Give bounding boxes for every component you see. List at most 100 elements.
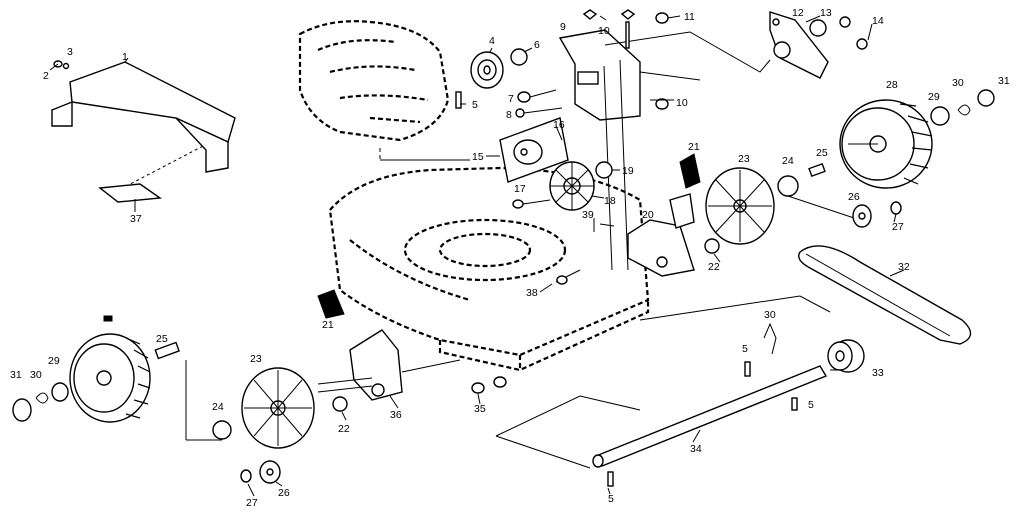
label-3: 3: [67, 46, 73, 58]
label-34: 34: [690, 443, 702, 455]
part-handle-bracket: [51, 61, 236, 212]
label-37: 37: [130, 213, 142, 225]
label-22a: 22: [708, 261, 720, 273]
label-30b: 30: [30, 369, 42, 381]
label-10b: 10: [676, 97, 688, 109]
label-11: 11: [684, 11, 695, 23]
part-nut-35a: [471, 382, 485, 394]
label-21b: 21: [322, 319, 334, 331]
label-13: 13: [820, 7, 832, 19]
label-18: 18: [604, 195, 616, 207]
part-hubcap-23-right: [705, 167, 775, 245]
label-5b: 5: [742, 343, 748, 355]
label-10a: 10: [598, 25, 610, 37]
frame-line-shaft: [495, 395, 641, 437]
part-washer-29a: [930, 106, 950, 126]
label-36: 36: [390, 409, 402, 421]
label-31b: 31: [10, 369, 22, 381]
label-17: 17: [514, 183, 526, 195]
label-9: 9: [560, 21, 566, 33]
part-mower-deck: [328, 166, 650, 372]
part-wheel-28-right: [839, 99, 933, 189]
label-4: 4: [489, 35, 495, 47]
part-screw-2-3: [49, 60, 70, 71]
part-belt-32: [798, 245, 972, 345]
label-6: 6: [534, 39, 540, 51]
part-rear-axle-36: [317, 329, 461, 401]
part-wingnuts-10: [582, 9, 636, 49]
label-19: 19: [622, 165, 634, 177]
label-12: 12: [792, 7, 804, 19]
label-27a: 27: [892, 221, 904, 233]
part-pin-5d: [607, 471, 614, 487]
part-clip-27b: [240, 469, 252, 483]
part-clip-27a: [890, 201, 902, 215]
label-20: 20: [642, 209, 654, 221]
part-plate-15: [499, 117, 569, 183]
part-nut-11: [655, 12, 669, 24]
part-washer-29b: [51, 382, 69, 402]
part-height-adjuster-20: [627, 193, 695, 277]
label-32: 32: [898, 261, 910, 273]
part-clip-30b: [35, 392, 49, 404]
part-wheel-28-left: [69, 315, 151, 423]
part-gear-26a: [852, 204, 872, 228]
label-24a: 24: [782, 155, 794, 167]
label-28a: 28: [886, 79, 898, 91]
part-nut-35b: [493, 376, 507, 388]
part-bolts-7-8: [515, 89, 563, 118]
part-drive-shaft-34: [592, 365, 828, 468]
label-25a: 25: [816, 147, 828, 159]
label-29a: 29: [928, 91, 940, 103]
label-23a: 23: [738, 153, 750, 165]
part-gear-26b: [259, 460, 281, 484]
label-2: 2: [43, 70, 49, 82]
part-spacer-25b: [154, 341, 180, 360]
part-cap-31a: [977, 89, 995, 107]
part-nut-22b: [332, 396, 348, 412]
part-washer-19: [595, 161, 613, 179]
part-nut-22a: [704, 238, 720, 254]
part-shield-21a: [679, 153, 701, 189]
part-washer-24b: [212, 420, 232, 440]
label-35: 35: [474, 403, 486, 415]
part-shield-21b: [317, 289, 345, 319]
label-29b: 29: [48, 355, 60, 367]
frame-line-top: [604, 31, 771, 73]
label-14: 14: [872, 15, 884, 27]
label-30a: 30: [952, 77, 964, 89]
part-washer-24a: [777, 175, 799, 197]
part-clip-30a: [957, 104, 971, 116]
label-39: 39: [582, 209, 594, 221]
part-hubcap-23-left: [241, 367, 315, 449]
part-gear-38: [555, 269, 581, 285]
part-pulley-33: [827, 339, 865, 373]
part-pin-5c: [791, 397, 798, 411]
part-nut-14a: [839, 16, 851, 28]
part-bracket-12: [769, 11, 829, 79]
label-group: 1 2 3 4 5 5 5 5 6 7 8 9 10 10 11 12 13 1…: [10, 7, 1010, 509]
label-31a: 31: [998, 75, 1010, 87]
label-30c: 30: [764, 309, 776, 321]
label-22b: 22: [338, 423, 350, 435]
part-bracket-9: [558, 29, 641, 271]
part-pin-5a: [455, 91, 462, 109]
label-8: 8: [506, 109, 512, 121]
label-15: 15: [472, 151, 484, 163]
label-23b: 23: [250, 353, 262, 365]
label-26b: 26: [278, 487, 290, 499]
part-spacer-25a: [808, 162, 826, 178]
label-5c: 5: [808, 399, 814, 411]
label-16: 16: [553, 119, 565, 131]
part-engine: [298, 20, 450, 142]
label-5a: 5: [472, 99, 478, 111]
label-27b: 27: [246, 497, 258, 509]
label-24b: 24: [212, 401, 224, 413]
part-pulley-4: [470, 51, 504, 89]
label-38: 38: [526, 287, 538, 299]
label-5d: 5: [608, 493, 614, 505]
label-26a: 26: [848, 191, 860, 203]
frame-line-shaft2: [495, 435, 591, 469]
